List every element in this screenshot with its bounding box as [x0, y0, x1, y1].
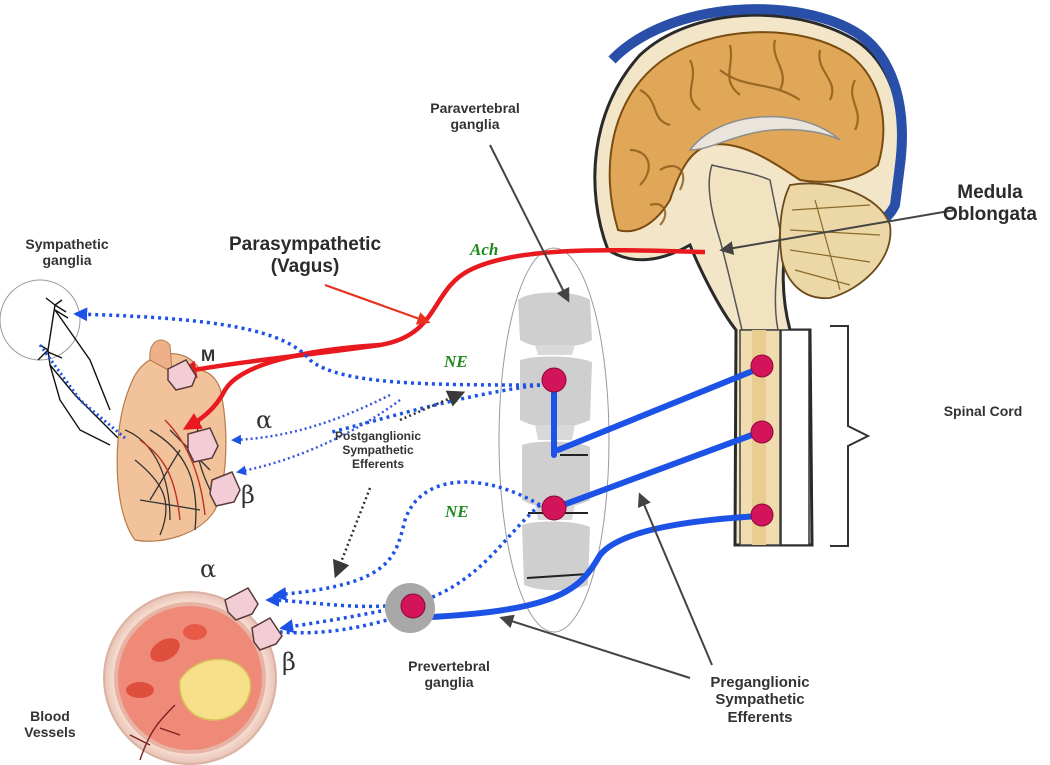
postganglionic-heart-pathways: [38, 344, 401, 476]
blood-vessels-label: Blood Vessels: [24, 708, 76, 741]
spinal-cord-brace: [830, 325, 871, 547]
medula-oblongata-label: Medula Oblongata: [943, 182, 1037, 225]
alpha-heart-label: α: [256, 406, 273, 434]
paravertebral-ganglia-label: Paravertebral ganglia: [430, 100, 520, 133]
beta-vessel-label: β: [282, 648, 296, 676]
receptor-shapes: [167, 359, 283, 651]
brain-sagittal-section: [593, 4, 907, 547]
postganglionic-label: Postganglionic Sympathetic Efferents: [334, 429, 421, 471]
parasympathetic-pathway: [178, 247, 706, 430]
label-pointers: [489, 144, 956, 679]
preganglionic-label: Preganglionic Sympathetic Efferents: [710, 674, 810, 726]
alpha-vessel-label: α: [200, 555, 217, 583]
beta-heart-label: β: [241, 481, 255, 509]
spinal-cord-label: Spinal Cord: [943, 403, 1023, 419]
prevertebral-ganglia-label: Prevertebral ganglia: [408, 658, 490, 691]
sympathetic-ganglia-label: Sympathetic ganglia: [25, 236, 109, 269]
ganglion-markers: [385, 354, 774, 633]
muscarinic-receptor-label: M: [201, 346, 216, 365]
postganglionic-pathways: [73, 307, 542, 635]
postganglionic-pointers: [332, 390, 466, 579]
ach-label: Ach: [470, 240, 499, 259]
sympathetic-ganglia-illustration: [0, 279, 121, 446]
ne-label-top: NE: [444, 352, 468, 371]
blood-vessel-cross-section: [103, 591, 277, 765]
preganglionic-pathways: [407, 365, 763, 621]
ne-label-bottom: NE: [445, 502, 469, 521]
parasympathetic-label: Parasympathetic (Vagus): [228, 234, 382, 277]
